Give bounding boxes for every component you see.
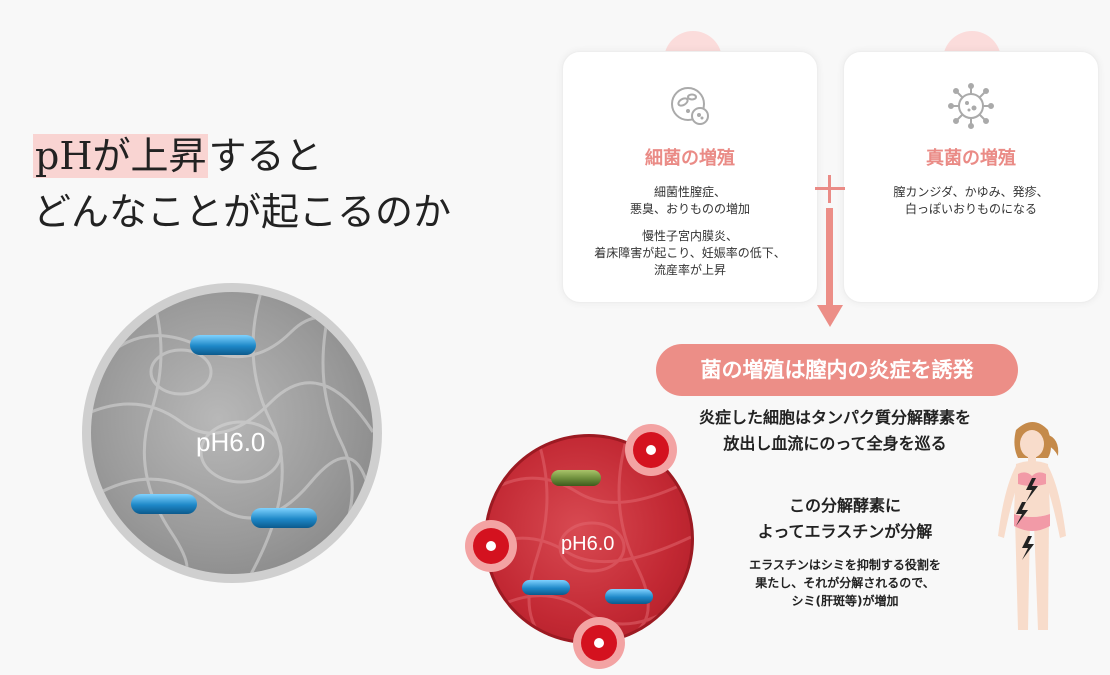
heading-line2: どんなことが起こるのか — [33, 190, 452, 234]
card-text-line: 膣カンジダ、かゆみ、発疹、 — [893, 185, 1049, 199]
text-line: よってエラスチンが分解 — [757, 522, 933, 541]
inflammation-text: 炎症した細胞はタンパク質分解酵素を 放出し血流にのって全身を巡る — [640, 405, 1030, 457]
text-line: 果たし、それが分解されるので、 — [755, 576, 935, 590]
down-arrow-icon — [826, 208, 833, 308]
bacteria-icon — [666, 82, 714, 130]
bacterium-blue — [605, 589, 653, 604]
blood-cell-icon — [465, 520, 517, 572]
woman-illustration — [998, 422, 1066, 630]
heading-line1-rest: すると — [208, 134, 323, 178]
ph-label: pH6.0 — [196, 427, 266, 457]
bacterium-green — [551, 470, 601, 486]
text-line: 炎症した細胞はタンパク質分解酵素を — [698, 408, 971, 427]
blood-cell-icon — [625, 424, 677, 476]
inflammation-pill: 菌の増殖は膣内の炎症を誘発 — [656, 344, 1018, 396]
card-bacteria: 細菌の増殖 細菌性膣症、 悪臭、おりものの増加 慢性子宮内膜炎、 着床障害が起こ… — [562, 51, 818, 303]
card-title: 細菌の増殖 — [645, 148, 735, 169]
card-text-line: 白っぽいおりものになる — [904, 202, 1037, 216]
elastin-text: エラスチンはシミを抑制する役割を 果たし、それが分解されるので、 シミ(肝斑等)… — [710, 556, 980, 610]
page-heading: pHが上昇すると どんなことが起こるのか — [33, 128, 451, 240]
card-fungus: 真菌の増殖 膣カンジダ、かゆみ、発疹、 白っぽいおりものになる — [843, 51, 1099, 303]
plus-icon-bar — [815, 187, 845, 190]
text-line: シミ(肝斑等)が増加 — [791, 594, 899, 608]
virus-icon — [947, 82, 995, 130]
text-line: エラスチンはシミを抑制する役割を — [749, 558, 941, 572]
cell-circle-red: pH6.0 — [484, 434, 694, 644]
card-text: 膣カンジダ、かゆみ、発疹、 白っぽいおりものになる — [844, 184, 1098, 218]
card-text-line: 細菌性膣症、 — [653, 185, 726, 199]
down-arrow-head — [817, 305, 843, 327]
enzyme-text: この分解酵素に よってエラスチンが分解 — [700, 493, 990, 545]
heading-highlight: pHが上昇 — [33, 134, 209, 178]
blood-cell-icon — [573, 617, 625, 669]
card-text: 細菌性膣症、 悪臭、おりものの増加 — [563, 184, 817, 218]
text-line: この分解酵素に — [788, 496, 901, 515]
card-title: 真菌の増殖 — [926, 148, 1016, 169]
card-text-line: 着床障害が起こり、妊娠率の低下、 — [594, 246, 786, 260]
card-text-line: 悪臭、おりものの増加 — [629, 202, 750, 216]
text-line: 放出し血流にのって全身を巡る — [723, 434, 947, 453]
bacterium-blue — [131, 494, 197, 514]
card-text: 慢性子宮内膜炎、 着床障害が起こり、妊娠率の低下、 流産率が上昇 — [563, 228, 817, 279]
bacterium-blue — [251, 508, 317, 528]
bacterium-blue — [522, 580, 570, 595]
card-text-line: 流産率が上昇 — [653, 263, 726, 277]
card-text-line: 慢性子宮内膜炎、 — [641, 229, 738, 243]
cell-circle-gray: pH6.0 — [82, 283, 382, 583]
ph-label: pH6.0 — [561, 533, 615, 555]
bacterium-blue — [190, 335, 256, 355]
